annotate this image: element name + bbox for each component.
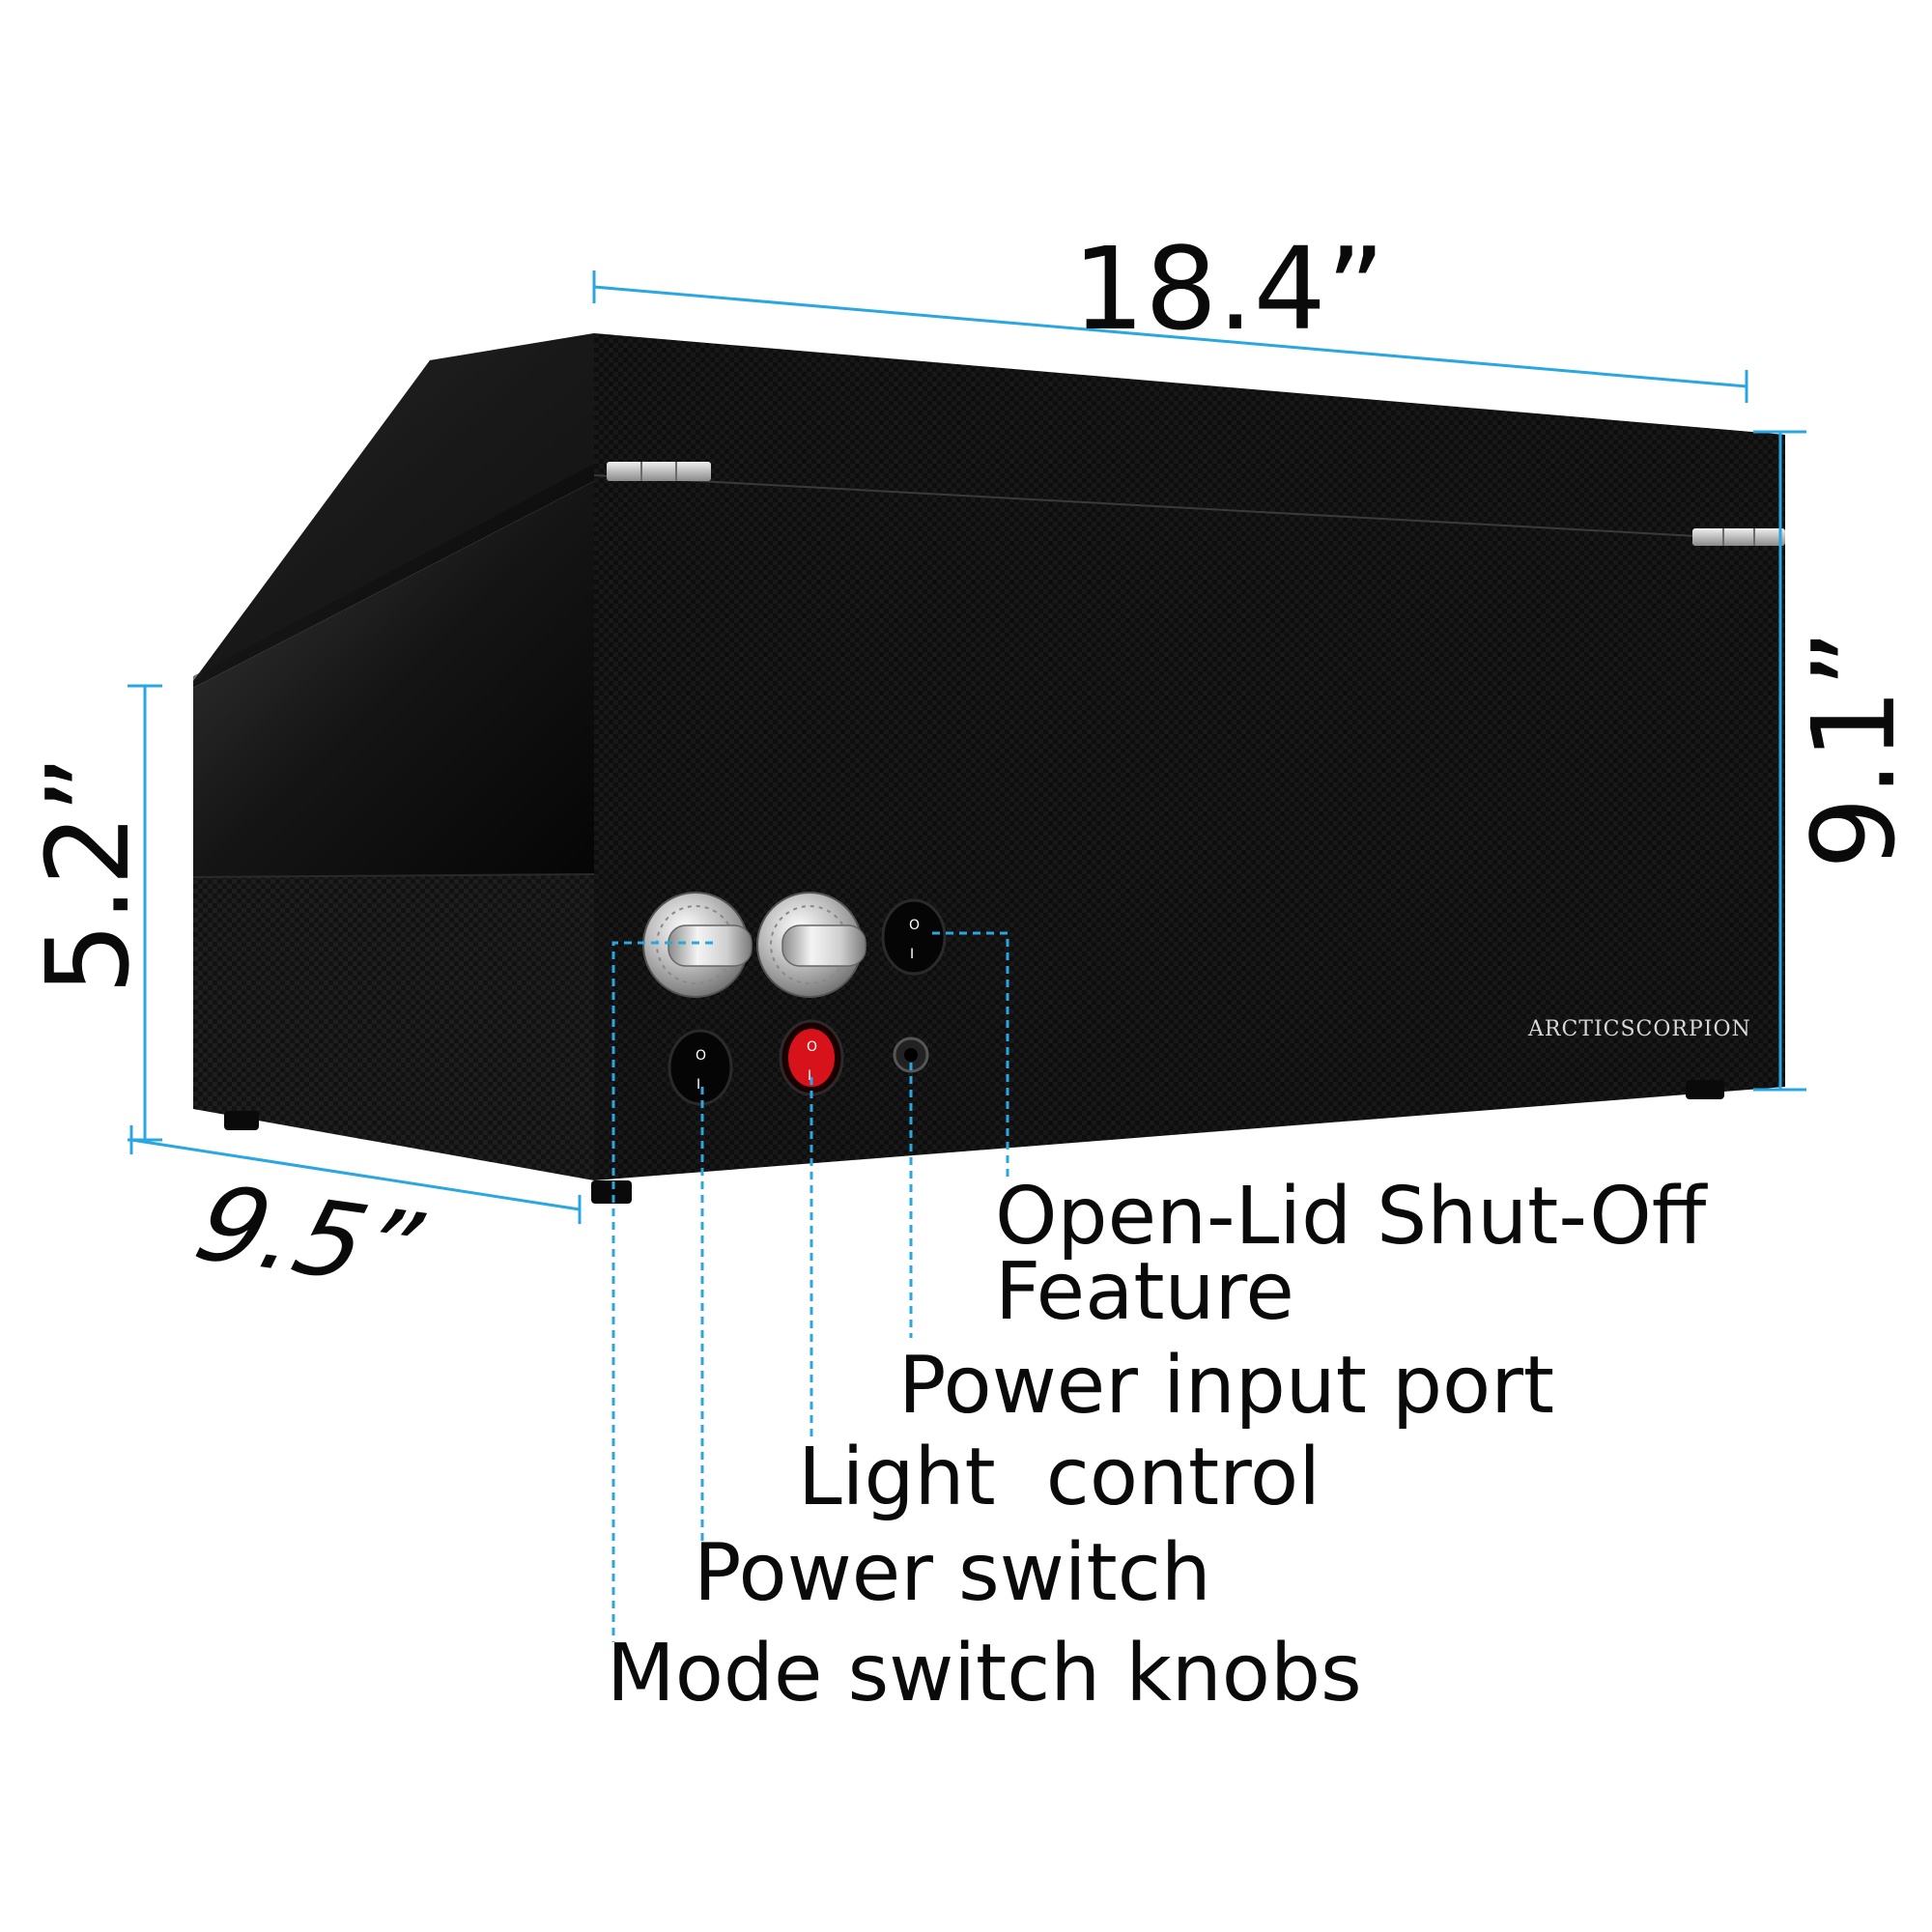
label-open-lid-line1: Open-Lid Shut-Off: [995, 1171, 1709, 1263]
lid-slope-upper: [193, 333, 594, 688]
label-light-control: Light control: [798, 1432, 1321, 1523]
hinge-right: [1692, 528, 1785, 546]
width-line: [593, 285, 1747, 388]
depth-label: 9.5”: [172, 1165, 445, 1311]
dimension-lines: [128, 270, 1806, 1224]
label-power-input: Power input port: [898, 1340, 1554, 1432]
brand-logo: ARCTICSCORPION: [1527, 1017, 1751, 1041]
lid-height-label: 5.2”: [21, 754, 155, 995]
side-seam: [192, 873, 595, 878]
width-label: 18.4”: [1072, 222, 1385, 355]
front-panel: [594, 333, 1785, 1180]
open-lid-switch[interactable]: O I: [881, 898, 947, 976]
foot-left: [224, 1111, 259, 1130]
leader-open-lid: [932, 931, 1009, 1180]
switch-off-glyph: O: [807, 1039, 817, 1055]
switch-off-glyph: O: [696, 1048, 706, 1064]
label-power-switch: Power switch: [694, 1527, 1211, 1619]
switch-off-glyph: O: [909, 918, 920, 933]
switch-on-glyph: I: [696, 1077, 700, 1093]
power-switch[interactable]: O I: [668, 1029, 733, 1106]
foot-right: [1686, 1080, 1724, 1099]
front-panel-shade: [594, 333, 1785, 1180]
label-mode-knobs: Mode switch knobs: [607, 1628, 1362, 1719]
light-control-switch[interactable]: O I: [779, 1019, 844, 1096]
hinge-left: [607, 462, 711, 481]
winder-box: ARCTICSCORPION: [192, 333, 1786, 1204]
depth-line: [130, 1138, 581, 1211]
leader-mode-knobs: [611, 941, 713, 1642]
foot-front: [591, 1180, 632, 1204]
switch-on-glyph: I: [910, 947, 914, 962]
side-panel-lower: [193, 874, 594, 1180]
mode-knob-2[interactable]: [756, 892, 867, 998]
callout-leaders: [611, 931, 1009, 1642]
switch-on-glyph: I: [808, 1068, 811, 1084]
mode-knob-1[interactable]: [642, 892, 753, 998]
control-panel: O I O I O I: [642, 892, 947, 1106]
label-open-lid-line2: Feature: [995, 1246, 1294, 1338]
height-label: 9.1”: [1787, 629, 1920, 869]
side-panel-gloss: [193, 481, 594, 877]
power-input-port[interactable]: [893, 1037, 929, 1073]
lid-seam: [593, 474, 1786, 542]
